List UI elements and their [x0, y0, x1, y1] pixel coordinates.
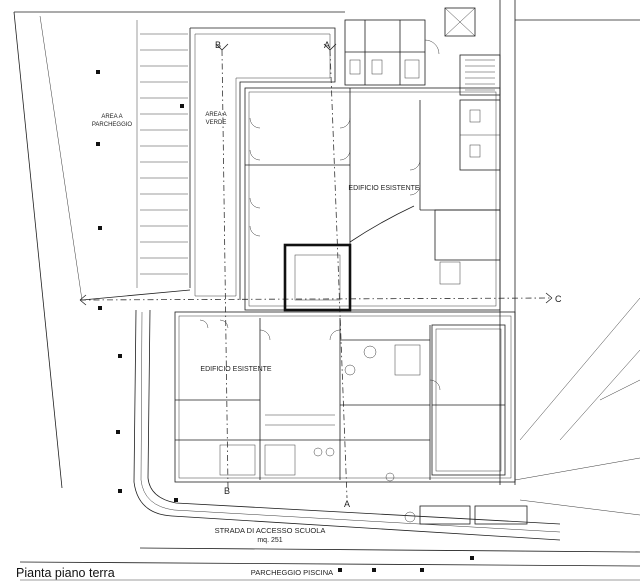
green-area-label-line2: VERDE — [206, 120, 227, 126]
section-arrow-a-top — [323, 43, 337, 51]
service-rooms-north — [344, 19, 440, 86]
stairs-north-east — [444, 7, 501, 171]
access-road-area: mq. 251 — [257, 537, 282, 544]
parking-area-label-line2: PARCHEGGIO — [92, 122, 133, 128]
section-mark-b-top: B — [215, 40, 221, 50]
existing-building-north-label: EDIFICIO ESISTENTE — [348, 185, 420, 192]
section-mark-a-bottom: A — [344, 499, 350, 509]
site-boundaries — [13, 0, 640, 516]
drawing-title: Pianta piano terra — [16, 566, 115, 580]
light-post-markers — [96, 70, 474, 572]
pool-parking-label: PARCHEGGIO PISCINA — [251, 568, 333, 577]
section-mark-b-bottom: B — [224, 486, 230, 496]
parking-area-label-line1: AREA A — [101, 114, 122, 120]
fixture-circle — [385, 472, 395, 482]
fixture-circle — [363, 345, 377, 359]
green-area-label-line1: AREA A — [205, 112, 226, 118]
parking-area: AREA A PARCHEGGIO — [81, 20, 191, 301]
door-swings-north — [249, 117, 421, 237]
fixture-circle — [344, 364, 356, 376]
existing-building-south-label: EDIFICIO ESISTENTE — [200, 366, 272, 373]
access-road-label: STRADA DI ACCESSO SCUOLA — [215, 526, 326, 535]
signage-boxes — [404, 505, 528, 525]
curved-wall — [349, 205, 415, 243]
section-arrow-c-left — [79, 294, 87, 306]
section-arrow-b-top — [215, 43, 229, 51]
central-court — [283, 243, 352, 312]
section-lines: B A B A C — [79, 40, 562, 509]
existing-building-south: EDIFICIO ESISTENTE — [174, 311, 516, 483]
fixture-circle — [325, 447, 335, 457]
fixture-circle — [313, 447, 323, 457]
section-mark-a-top: A — [324, 40, 330, 50]
section-arrow-c-right — [545, 292, 553, 304]
existing-building-north: EDIFICIO ESISTENTE — [244, 87, 501, 312]
access-road: STRADA DI ACCESSO SCUOLA mq. 251 — [19, 309, 640, 581]
parking-stalls — [140, 33, 188, 275]
section-mark-c-right: C — [555, 294, 562, 304]
door-swings-south — [199, 319, 441, 391]
green-area: AREA A VERDE — [190, 27, 336, 300]
